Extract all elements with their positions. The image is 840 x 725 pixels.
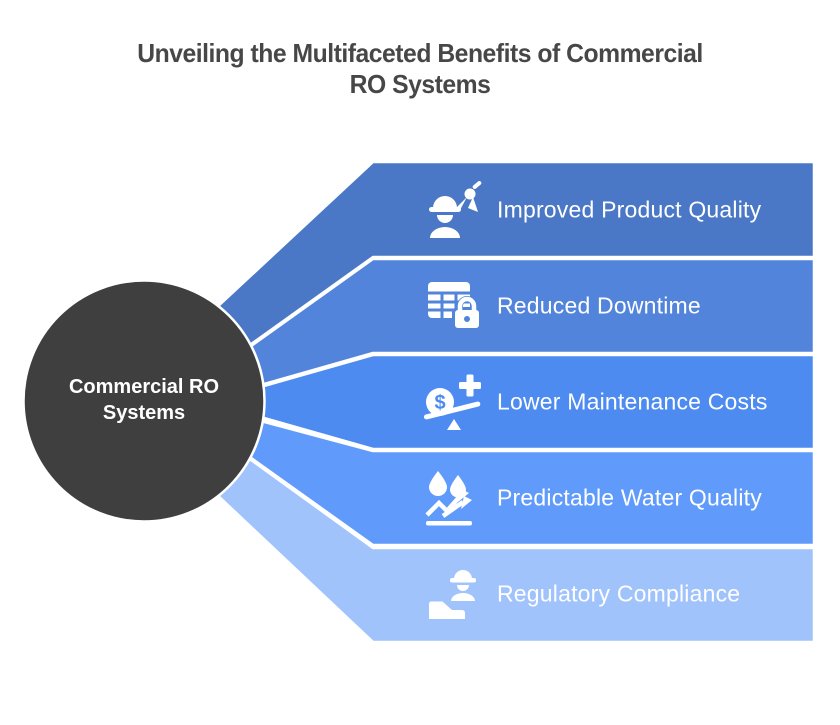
compliance-worker-icon xyxy=(429,570,476,619)
page-title-line2: RO Systems xyxy=(349,69,491,99)
engineer-compass-icon xyxy=(429,181,482,238)
dollar-balance-icon: $ xyxy=(423,374,481,430)
benefit-label-predictable-water-quality: Predictable Water Quality xyxy=(497,484,762,511)
svg-text:$: $ xyxy=(434,392,445,414)
benefit-label-regulatory-compliance: Regulatory Compliance xyxy=(497,580,741,607)
table-lock-icon xyxy=(428,282,482,331)
benefit-label-reduced-downtime: Reduced Downtime xyxy=(497,292,701,319)
benefit-label-improved-product-quality: Improved Product Quality xyxy=(497,196,762,223)
page-title: Unveiling the Multifaceted Benefits of C… xyxy=(21,38,819,100)
center-circle xyxy=(22,279,266,523)
page-title-line1: Unveiling the Multifaceted Benefits of C… xyxy=(137,38,703,68)
water-trend-icon xyxy=(425,471,472,526)
benefit-label-lower-maintenance-costs: Lower Maintenance Costs xyxy=(497,388,768,415)
center-circle-label: Commercial RO Systems xyxy=(68,376,220,424)
